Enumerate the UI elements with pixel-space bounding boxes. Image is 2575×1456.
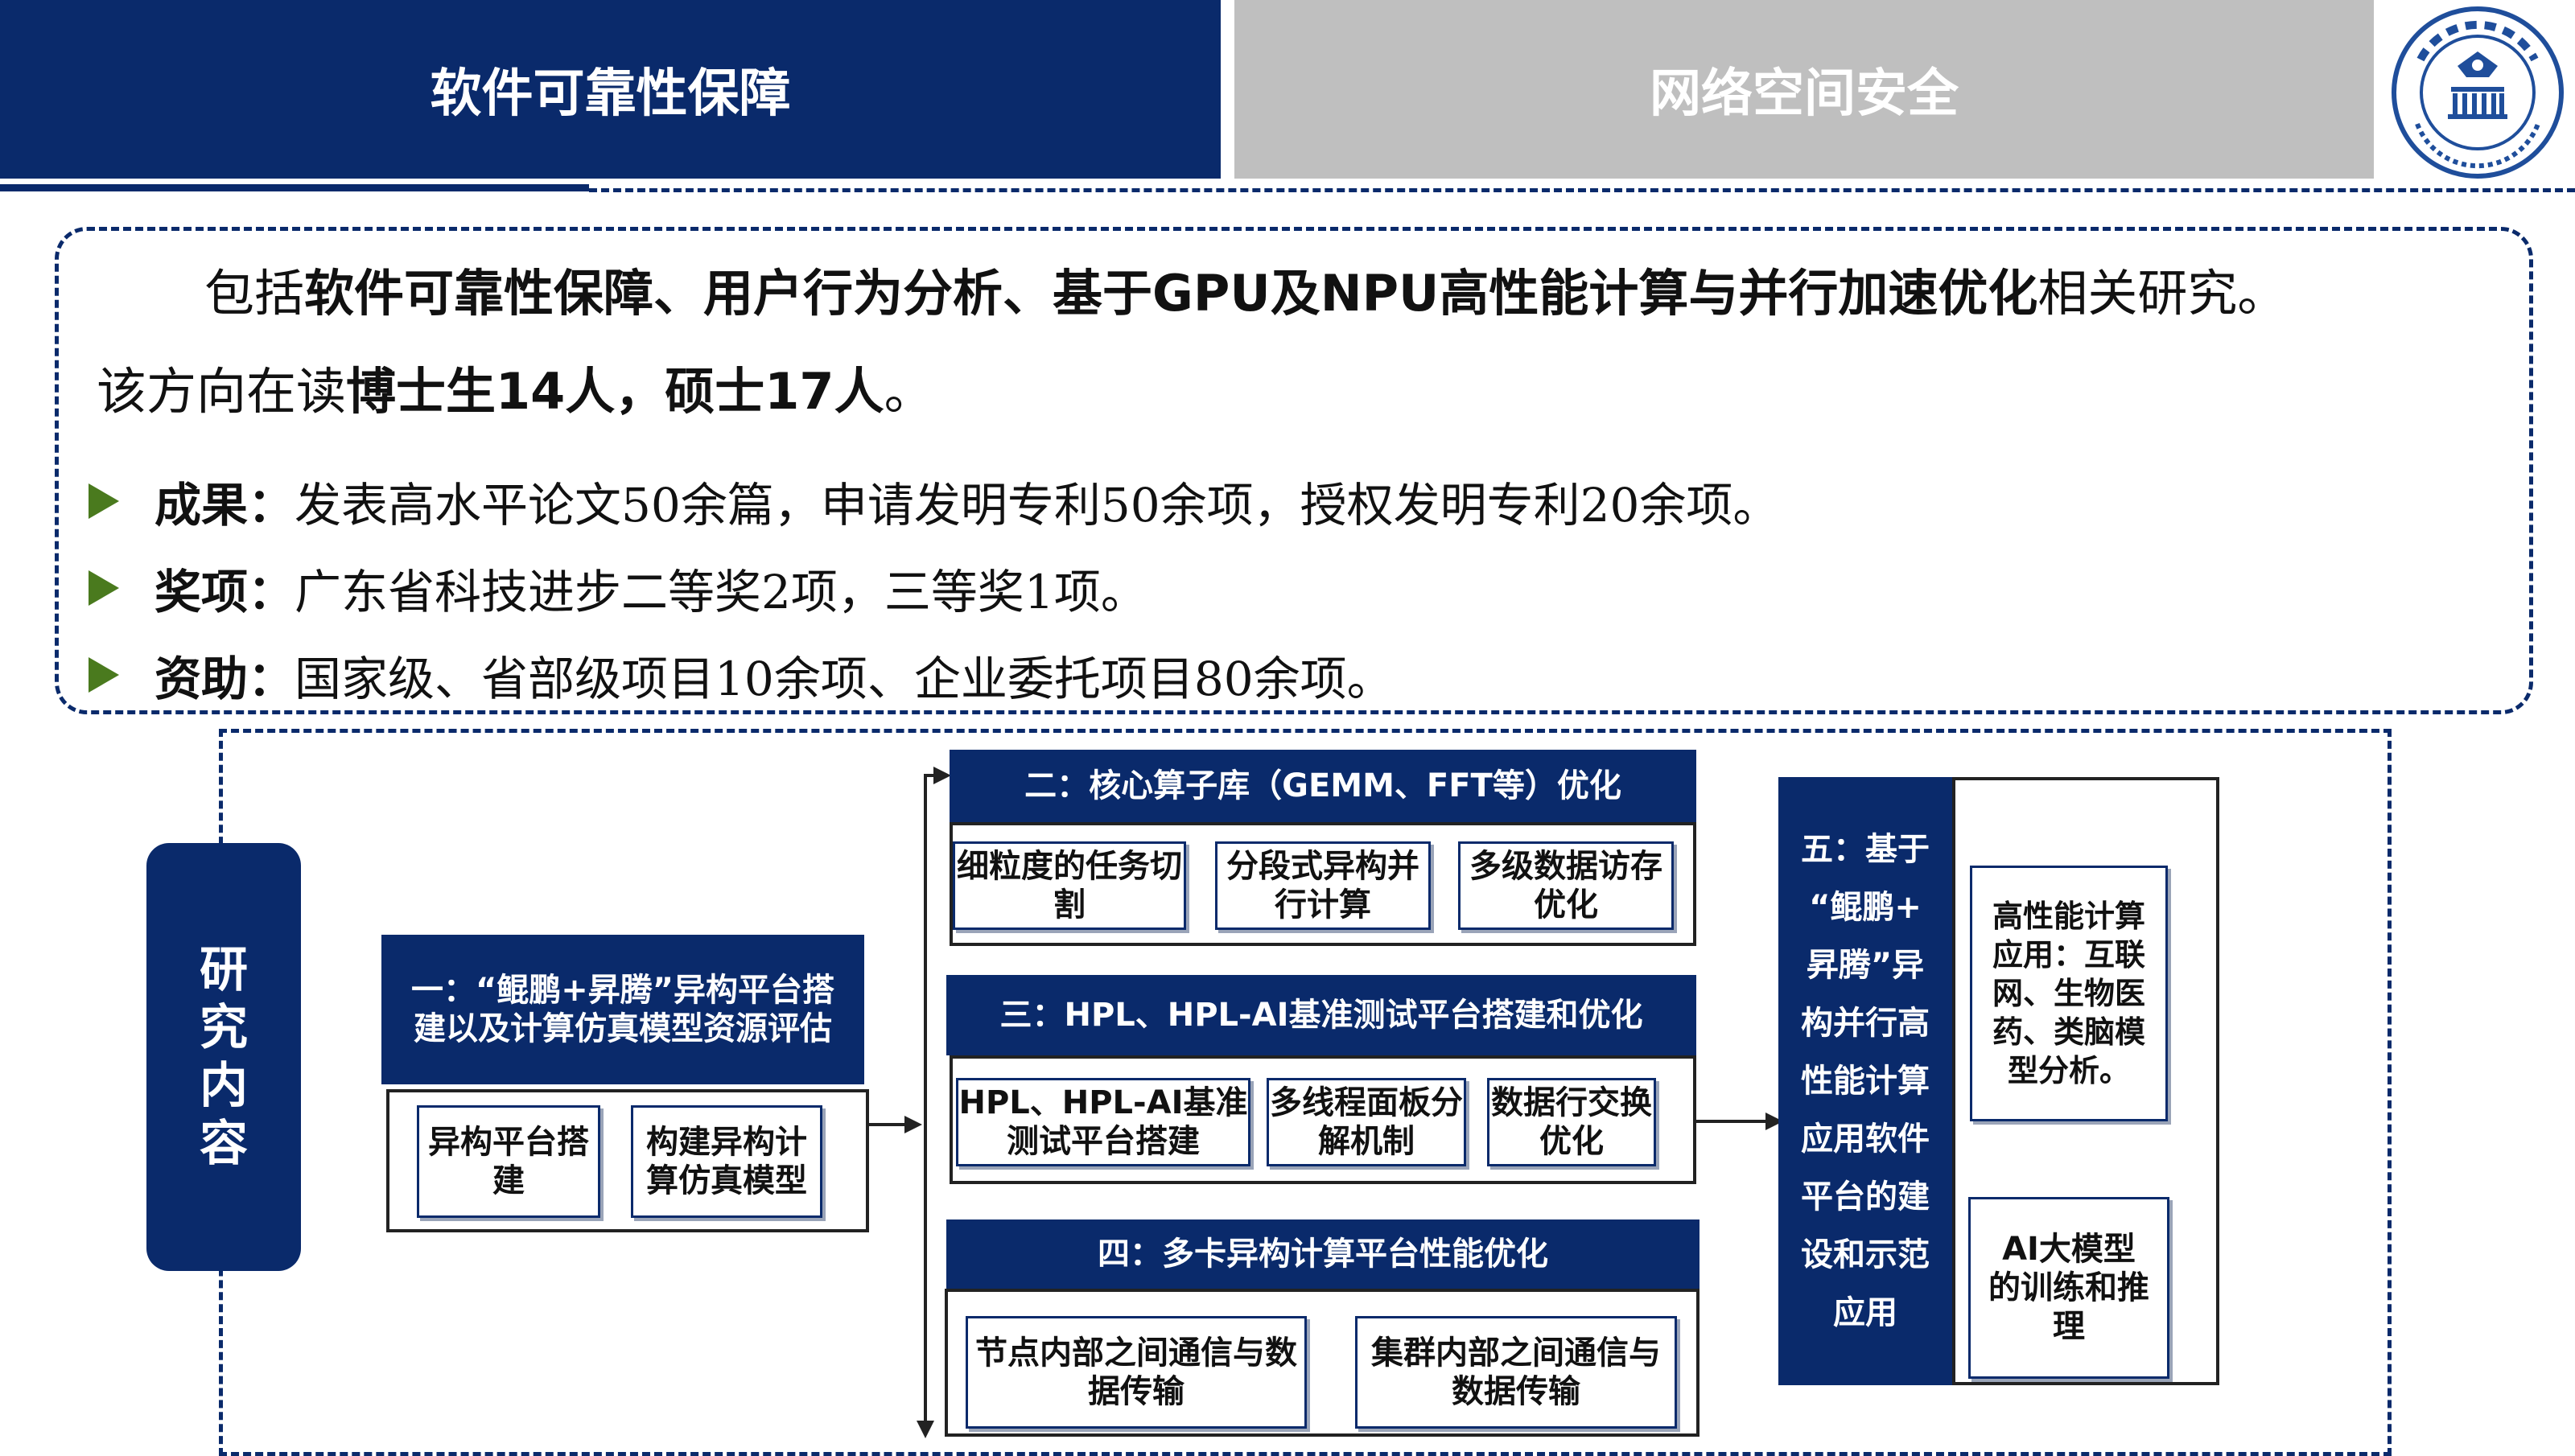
bullet-label: 资助： [154, 652, 295, 706]
arrow-right-icon [904, 1116, 922, 1133]
intro-line-1-post: 相关研究。 [2037, 264, 2288, 323]
tab-software-reliability-label: 软件可靠性保障 [430, 64, 791, 124]
intro-line-2-bold: 博士生14人，硕士17人 [346, 362, 884, 421]
step3-title: 三：HPL、HPL-AI基准测试平台搭建和优化 [946, 975, 1696, 1055]
intro-line-2: 该方向在读博士生14人，硕士17人。 [97, 343, 2398, 441]
triangle-bullet-icon [89, 483, 119, 519]
step3-title-text: 三：HPL、HPL-AI基准测试平台搭建和优化 [999, 997, 1643, 1034]
arrow-right-icon [933, 767, 951, 784]
step3-item: 数据行交换优化 [1487, 1078, 1656, 1166]
header-underline [0, 184, 589, 191]
side-char: 内 [200, 1058, 248, 1114]
step2-item: 细粒度的任务切割 [953, 841, 1186, 930]
bullet-label: 成果： [154, 478, 295, 533]
summary-box [55, 227, 2533, 714]
step1-title-text: 一：“鲲鹏+昇腾”异构平台搭建以及计算仿真模型资源评估 [410, 972, 835, 1047]
triangle-bullet-icon [89, 657, 119, 693]
intro-line-2-post: 。 [884, 362, 934, 421]
side-char: 容 [200, 1116, 248, 1172]
connector-line [869, 1123, 916, 1126]
step3-item: HPL、HPL-AI基准测试平台搭建 [956, 1078, 1250, 1166]
step4-title-text: 四：多卡异构计算平台性能优化 [1098, 1236, 1548, 1273]
research-content-label: 研 究 内 容 [146, 843, 301, 1271]
step4-item: 集群内部之间通信与数据传输 [1355, 1316, 1677, 1429]
step4-item: 节点内部之间通信与数据传输 [966, 1316, 1307, 1429]
connector-line [1696, 1120, 1777, 1123]
side-char: 研 [200, 942, 248, 998]
step3-item: 多线程面板分解机制 [1267, 1078, 1466, 1166]
bullet-text: 广东省科技进步二等奖2项，三等奖1项。 [295, 565, 1147, 619]
step5-title: 五：基于 “鲲鹏+ 昇腾”异 构并行高 性能计算 应用软件 平台的建 设和示范 … [1778, 777, 1952, 1385]
intro-line-1: 包括软件可靠性保障、用户行为分析、基于GPU及NPU高性能计算与并行加速优化相关… [204, 245, 2506, 343]
tab-cyberspace-security-label: 网络空间安全 [1650, 64, 1959, 124]
step2-item: 分段式异构并行计算 [1215, 841, 1431, 930]
intro-line-1-bold: 软件可靠性保障、用户行为分析、基于GPU及NPU高性能计算与并行加速优化 [304, 264, 2038, 323]
step4-title: 四：多卡异构计算平台性能优化 [946, 1220, 1700, 1289]
bullet-text: 发表高水平论文50余篇，申请发明专利50余项，授权发明专利20余项。 [295, 478, 1780, 533]
step2-title: 二：核心算子库（GEMM、FFT等）优化 [950, 750, 1696, 822]
university-seal-icon [2392, 6, 2564, 179]
intro-line-1-pre: 包括 [204, 264, 305, 323]
step5-item: 高性能计算应用：互联网、生物医药、类脑模型分析。 [1970, 866, 2168, 1121]
step5-item: AI大模型的训练和推理 [1968, 1197, 2169, 1379]
step2-item: 多级数据访存优化 [1458, 841, 1674, 930]
step2-title-text: 二：核心算子库（GEMM、FFT等）优化 [1024, 767, 1621, 804]
step1-item: 异构平台搭建 [417, 1105, 600, 1218]
connector-line [924, 774, 941, 777]
university-logo [2388, 3, 2567, 182]
bullet-text: 国家级、省部级项目10余项、企业委托项目80余项。 [295, 652, 1394, 706]
step1-title: 一：“鲲鹏+昇腾”异构平台搭建以及计算仿真模型资源评估 [381, 935, 864, 1084]
intro-line-2-pre: 该方向在读 [97, 362, 347, 421]
side-char: 究 [200, 1000, 248, 1056]
bullet-label: 奖项： [154, 565, 295, 619]
triangle-bullet-icon [89, 570, 119, 606]
tab-software-reliability[interactable]: 软件可靠性保障 [0, 0, 1221, 179]
tab-cyberspace-security[interactable]: 网络空间安全 [1234, 0, 2374, 179]
bullet-funding: 资助： 国家级、省部级项目10余项、企业委托项目80余项。 [89, 631, 2422, 719]
trunk-line [924, 774, 927, 1422]
bullet-awards: 奖项： 广东省科技进步二等奖2项，三等奖1项。 [89, 544, 2422, 632]
header-dashed-line [589, 188, 2575, 192]
bullet-achievements: 成果： 发表高水平论文50余篇，申请发明专利50余项，授权发明专利20余项。 [89, 457, 2422, 545]
arrow-down-icon [917, 1421, 934, 1438]
step1-item: 构建异构计算仿真模型 [631, 1105, 822, 1218]
